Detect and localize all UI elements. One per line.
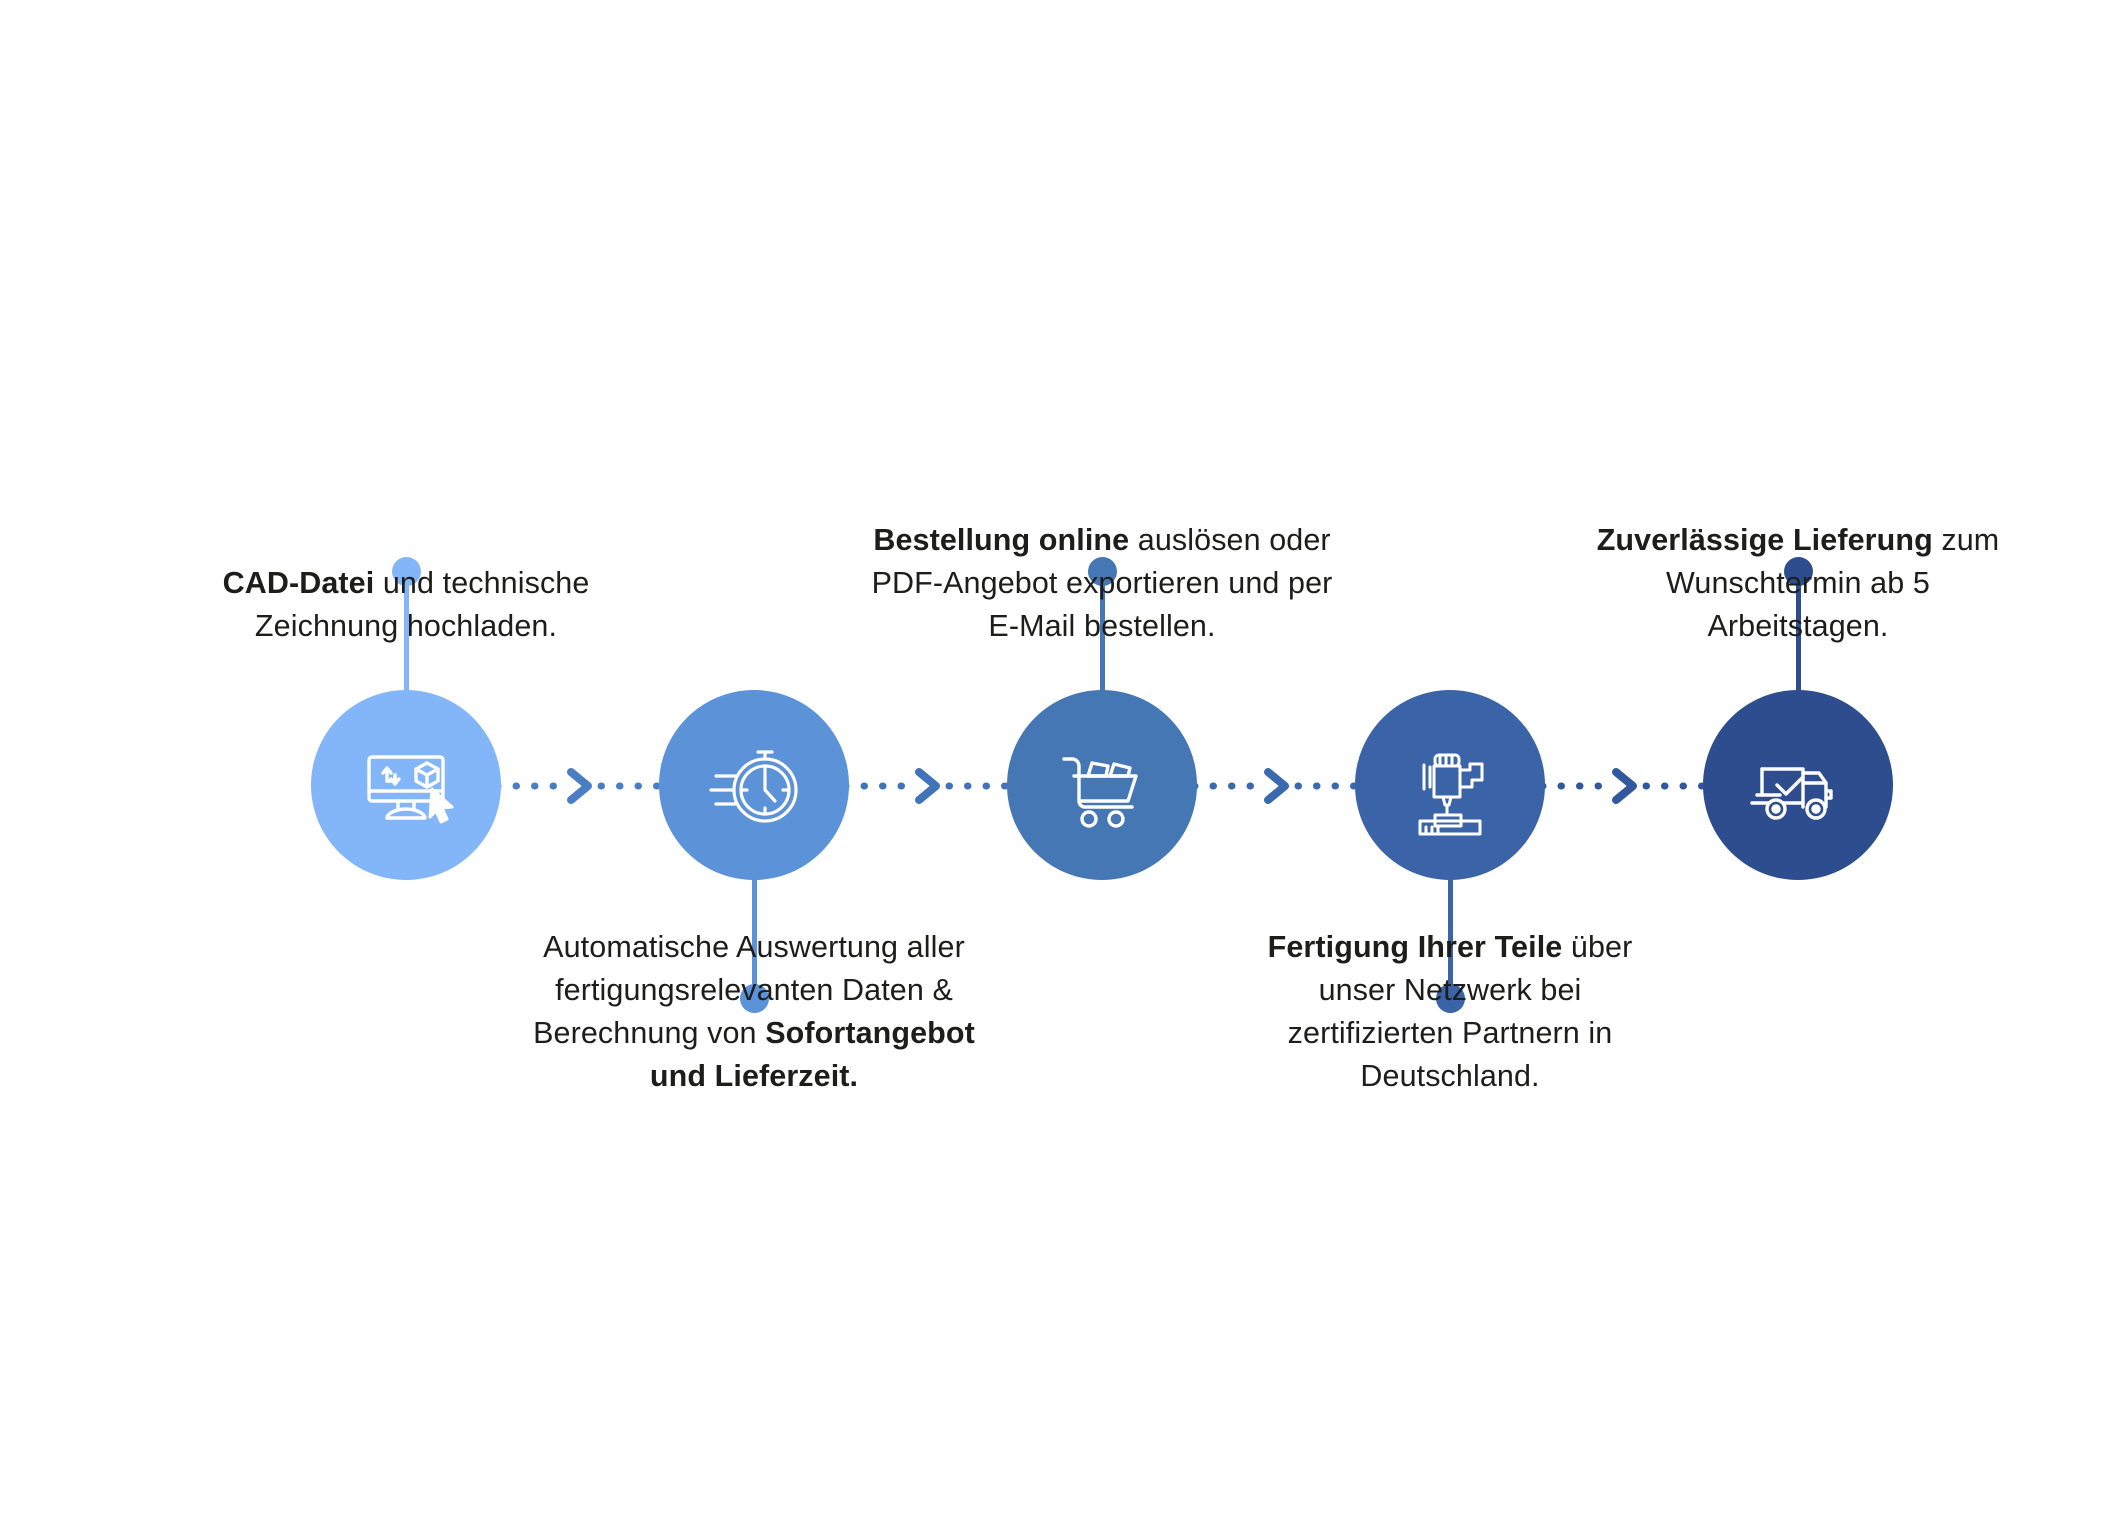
step-1-caption-bold: CAD-Datei (222, 566, 375, 600)
pin-stem-step-3 (1099, 575, 1105, 700)
step-3-caption: Bestellung online auslösen oder PDF-Ange… (870, 519, 1334, 648)
pin-stem-step-1 (403, 575, 409, 700)
desktop-cad-3d-model-icon (354, 733, 458, 837)
step-2-caption-bold: Sofortangebot und Lieferzeit. (649, 1016, 975, 1093)
pin-stem-step-5 (1795, 575, 1801, 700)
process-step-5[interactable]: Zuverlässige Lieferung zum Wunschtermin … (1597, 523, 1999, 880)
step-3-caption-bold: Bestellung online (873, 523, 1130, 557)
process-step-2[interactable]: Automatische Auswertung aller fertigungs… (533, 690, 975, 1093)
stopwatch-speed-icon (702, 733, 806, 837)
step-5-caption-rest: zum Wunschtermin ab 5 Arbeitstagen. (1666, 523, 2000, 643)
connector-2-3 (823, 768, 1038, 804)
connector-1-2 (475, 768, 690, 804)
step-3-caption-rest: auslösen oder PDF-Angebot exportieren un… (871, 523, 1333, 643)
step-circle-4[interactable] (1355, 690, 1545, 880)
step-circle-3[interactable] (1007, 690, 1197, 880)
cnc-milling-machine-icon (1398, 733, 1502, 837)
pin-stem-step-4 (1447, 870, 1453, 995)
step-4-caption-bold: Fertigung Ihrer Teile (1267, 930, 1563, 964)
process-step-4[interactable]: Fertigung Ihrer Teile über unser Netzwer… (1268, 690, 1632, 1093)
shopping-cart-icon (1050, 733, 1154, 837)
step-circle-5[interactable] (1703, 690, 1893, 880)
process-step-3[interactable]: Bestellung online auslösen oder PDF-Ange… (872, 523, 1332, 880)
step-1-caption-rest: und technische Zeichnung hochladen. (254, 566, 590, 643)
step-4-caption-rest: über unser Netzwerk bei zertifizierten P… (1287, 930, 1633, 1093)
step-circle-1[interactable] (311, 690, 501, 880)
pin-stem-step-2 (751, 870, 757, 995)
step-1-caption: CAD-Datei und technische Zeichnung hochl… (193, 562, 619, 648)
step-2-caption: Automatische Auswertung aller fertigungs… (521, 926, 987, 1098)
step-5-caption: Zuverlässige Lieferung zum Wunschtermin … (1594, 519, 2002, 648)
step-4-caption: Fertigung Ihrer Teile über unser Netzwer… (1248, 926, 1652, 1098)
step-2-caption-lead: Automatische Auswertung aller fertigungs… (533, 930, 965, 1050)
delivery-truck-check-icon (1746, 733, 1850, 837)
step-5-caption-bold: Zuverlässige Lieferung (1596, 523, 1933, 557)
step-circle-2[interactable] (659, 690, 849, 880)
process-step-1[interactable]: CAD-Datei und technische Zeichnung hochl… (223, 557, 589, 880)
